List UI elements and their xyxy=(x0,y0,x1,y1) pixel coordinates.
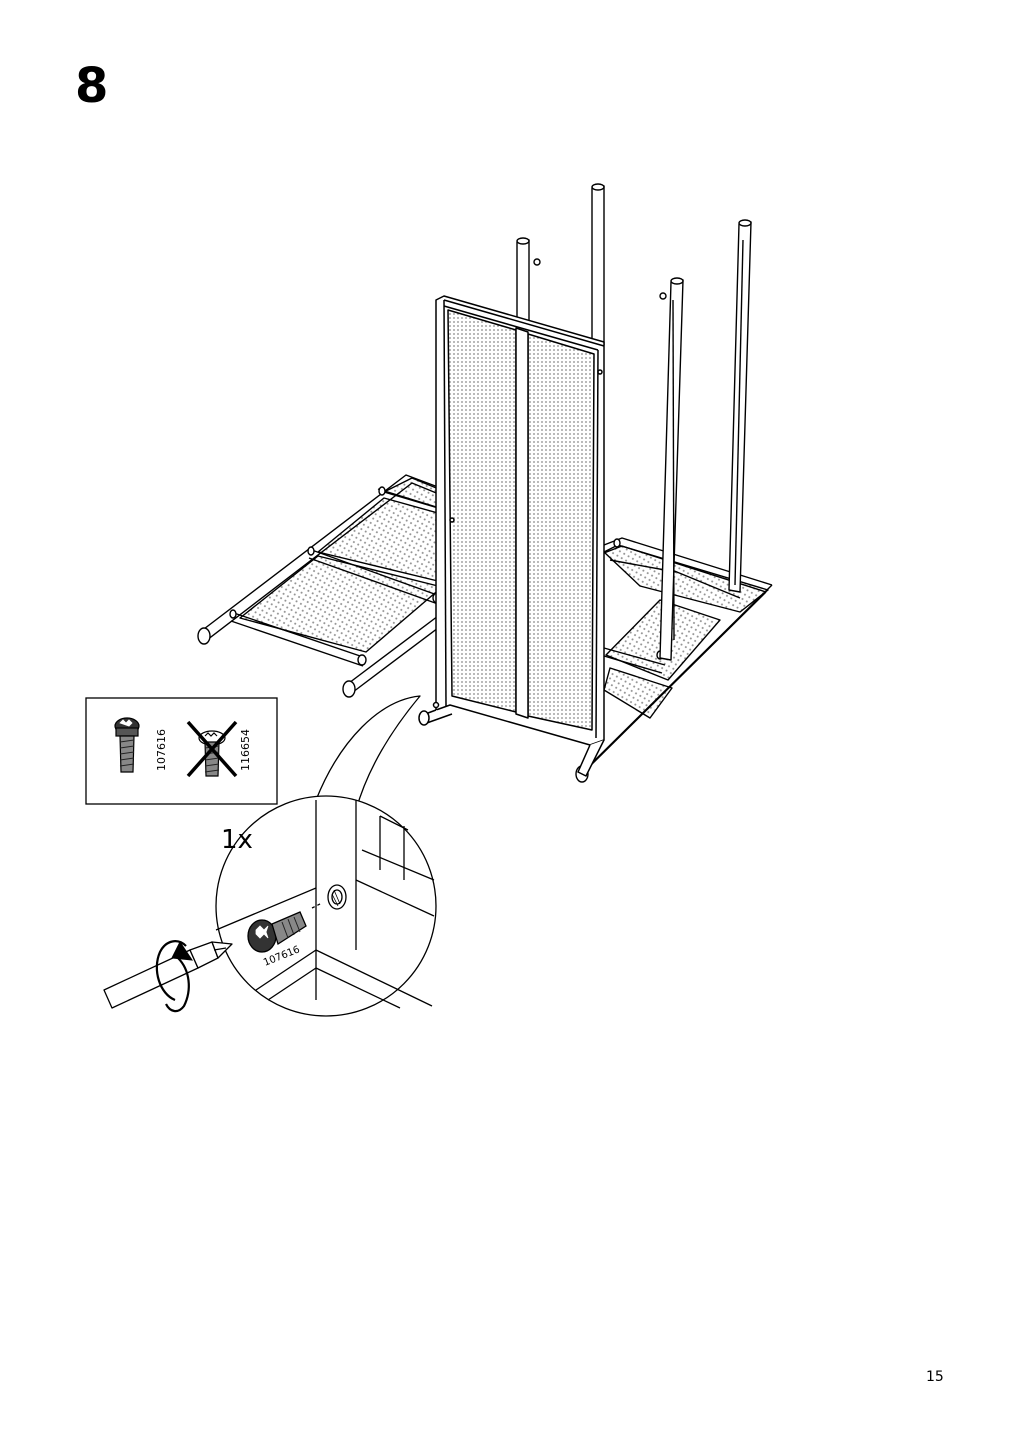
parts-box: 107616 116654 xyxy=(85,697,278,805)
vertical-posts xyxy=(516,183,752,661)
left-base-frame xyxy=(197,474,447,698)
quantity-label: 1x xyxy=(221,825,253,855)
rejected-screw-id: 116654 xyxy=(239,729,252,771)
upright-mesh-panel xyxy=(418,295,605,777)
approved-screw-id: 107616 xyxy=(155,729,168,771)
detail-screw-icon xyxy=(247,902,323,953)
screw-icon xyxy=(114,717,140,773)
right-base-frame xyxy=(575,537,773,783)
clockwise-rotation-icon xyxy=(155,940,194,1013)
page-number: 15 xyxy=(926,1369,944,1385)
step-number: 8 xyxy=(75,58,109,114)
detail-callout xyxy=(215,695,437,1017)
crossed-out-screw-icon xyxy=(186,720,238,778)
screwdriver-icon xyxy=(103,941,233,1009)
